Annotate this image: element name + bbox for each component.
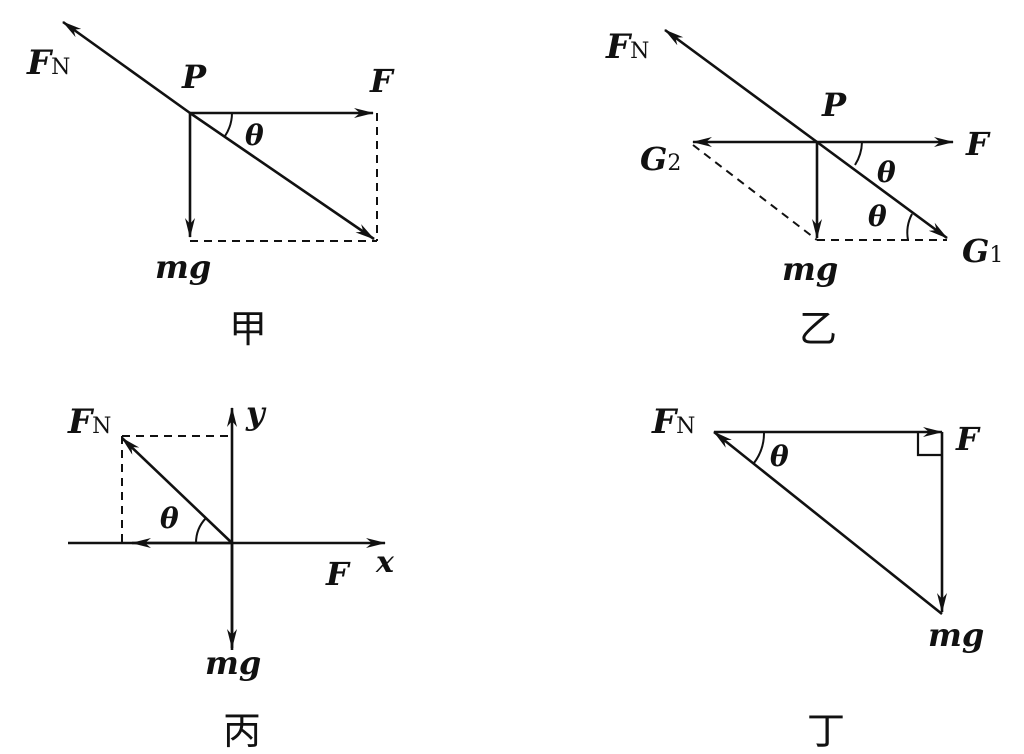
theta-label: θ [245,119,264,152]
parallelogram-dash-diagonal [692,144,818,241]
force-f-label: F [955,420,981,458]
diagram-jia: FN P F θ mg 甲 [26,20,395,351]
normal-force-arrow [62,20,191,115]
diagram-bing: FN y θ x F mg 丙 [67,394,395,753]
theta-label-bottom: θ [868,200,887,233]
y-axis-label: y [245,394,267,432]
theta-angle-arc [224,112,233,137]
caption-jia: 甲 [229,307,267,351]
fn-label: FN [605,27,649,67]
force-f-label: F [965,125,991,163]
right-angle-marker [916,432,942,457]
theta-angle-arc-bottom [906,213,913,241]
theta-label: θ [160,502,179,535]
force-f-label: F [325,555,351,593]
caption-bing: 丙 [223,709,261,753]
normal-force-arrow [121,437,233,544]
point-p-label: P [181,58,207,96]
theta-label: θ [770,440,789,473]
diagram-ding: FN θ F mg 丁 [651,402,984,753]
g1-label: G1 [962,232,1003,270]
theta-label-top: θ [877,156,896,189]
diagram-yi: FN P F G2 θ θ G1 mg 乙 [605,27,1003,351]
g1-component-arrow [816,140,948,240]
theta-angle-arc [194,517,207,544]
normal-force-arrow [664,28,818,144]
point-p-label: P [821,86,847,124]
fn-label: FN [26,43,70,83]
mg-label: mg [928,616,984,654]
theta-angle-arc-top [854,141,863,166]
force-f-label: F [369,62,395,100]
mg-label: mg [782,250,838,288]
x-axis-label: x [375,545,395,580]
caption-yi: 乙 [799,307,837,351]
resultant-arrow [189,111,375,241]
caption-ding: 丁 [807,709,845,753]
theta-angle-arc [753,431,766,464]
g2-label: G2 [640,140,681,178]
mg-label: mg [205,644,261,682]
normal-force-arrow [713,430,943,616]
mg-label: mg [155,248,211,286]
fn-label: FN [651,402,695,442]
fn-label: FN [67,402,111,442]
